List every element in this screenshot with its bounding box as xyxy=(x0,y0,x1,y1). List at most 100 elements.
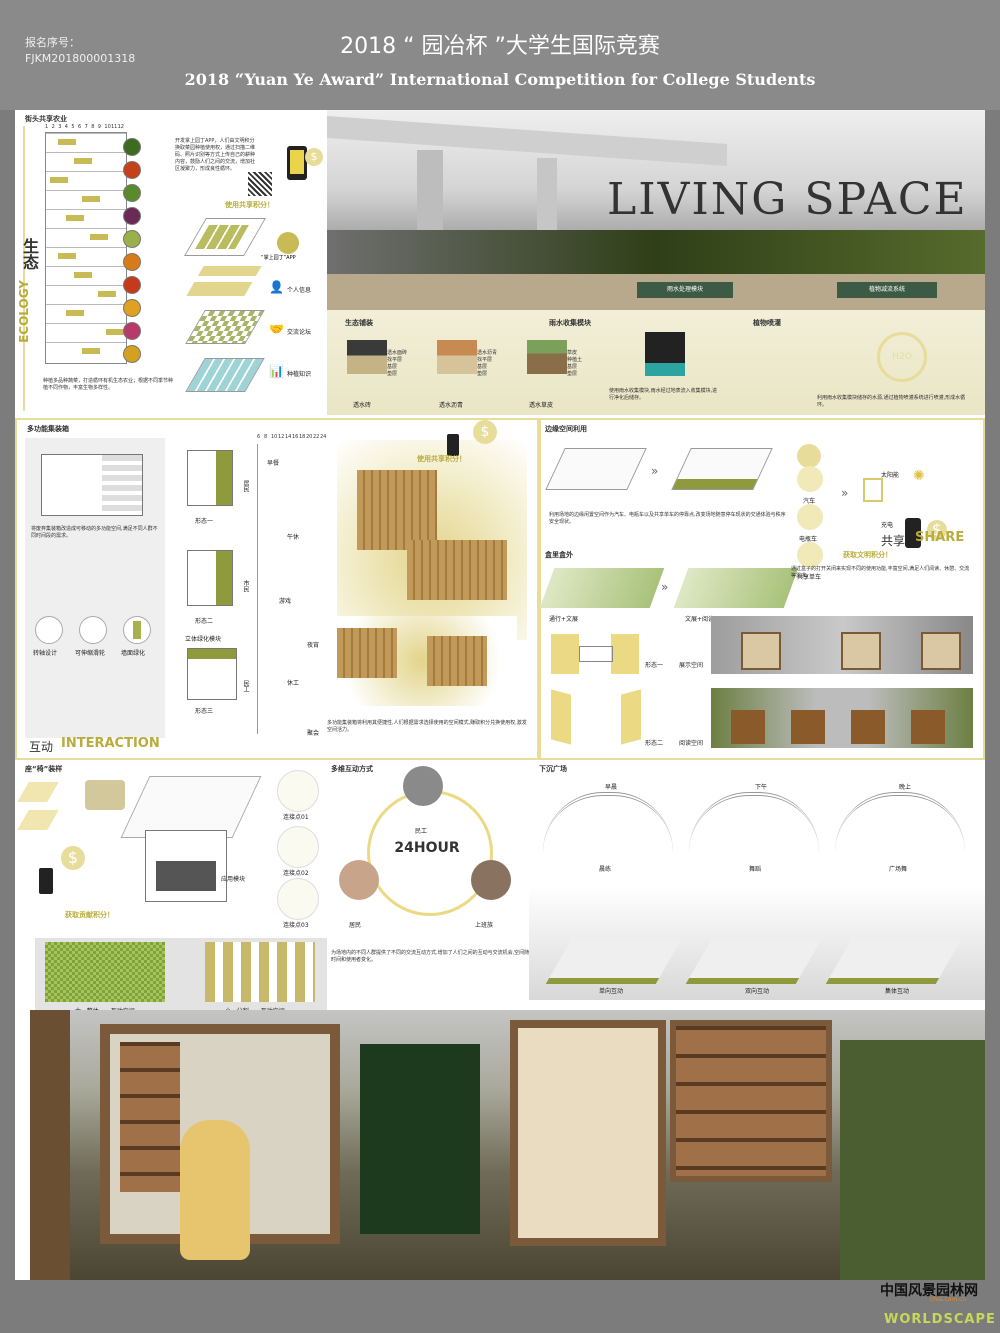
energy-solar: 太阳能 xyxy=(881,472,900,479)
coin-icon: $ xyxy=(305,148,323,166)
grid-line xyxy=(46,342,126,343)
layer-checker xyxy=(185,310,265,344)
planting-bar xyxy=(66,310,84,316)
month-label: 9 xyxy=(97,124,101,130)
grid-line xyxy=(46,190,126,191)
art-panel xyxy=(510,1020,666,1246)
seat-module-box xyxy=(145,830,227,902)
node-label-3: 连接点03 xyxy=(283,922,309,929)
coin-icon: $ xyxy=(927,520,947,540)
design-point-1: 转轴设计 xyxy=(33,650,58,657)
bookbox-caption-3: 形态一 xyxy=(645,662,664,669)
gardener-icon xyxy=(277,232,299,254)
hour-label: 6 xyxy=(257,434,261,440)
plaza-sketch-evening xyxy=(835,792,965,856)
activity-morning: 晨练 xyxy=(599,866,612,873)
garden-plants xyxy=(840,1040,985,1280)
label-eco-paving: 生态铺装 xyxy=(345,319,373,327)
edge-space-sketch-1 xyxy=(545,448,647,490)
vegetable-icon xyxy=(123,138,141,156)
chart-icon: 📊 xyxy=(269,364,284,378)
office-worker-avatar xyxy=(471,860,511,900)
month-label: 2 xyxy=(51,124,55,130)
hour-label: 22 xyxy=(313,434,320,440)
bookbox-note: 通过盒子的打开关闭来实现不同的使用功能,丰富空间,满足人们阅读、休憩、交流等需求… xyxy=(791,566,970,579)
container-render xyxy=(337,440,527,640)
share-panel: 边缘空间利用 » 利用场地的边缘闲置空间作为汽车、电瓶车以及共享单车的停靠点,改… xyxy=(539,418,985,760)
vegetable-icon xyxy=(123,299,141,317)
handshake-icon: 🤝 xyxy=(269,322,284,336)
vegetable-icon xyxy=(123,345,141,363)
sunken-panel: 下沉广场 早晨 下午 晚上 晨练 舞蹈 广场舞 单向互动 双向互动 集体互动 xyxy=(529,760,985,1000)
paving-sample-asphalt xyxy=(437,340,477,374)
phone-icon xyxy=(447,434,459,456)
planting-bar xyxy=(74,158,92,164)
bookbox-form2-sketch xyxy=(551,689,641,745)
plaza-mode-area xyxy=(529,886,985,1000)
grid-line xyxy=(46,304,126,305)
bookbox-caption-4: 展示空间 xyxy=(679,662,704,669)
poster-header: 报名序号： FJKM201800001318 2018 “ 园冶杯 ”大学生国际… xyxy=(0,0,1000,110)
layer-water xyxy=(185,358,265,392)
hour-label: 12 xyxy=(278,434,285,440)
registration-label: 报名序号： xyxy=(25,36,80,49)
multi-section-title: 多维互动方式 xyxy=(327,764,377,774)
form-3-label: 形态三 xyxy=(195,708,214,715)
node-label-2: 连接点02 xyxy=(283,870,309,877)
bookbox-caption-2: 文展+阅读 xyxy=(685,616,715,623)
time-morning: 早晨 xyxy=(605,784,618,791)
sun-icon: ✺ xyxy=(913,468,925,484)
person-resident: 居民 xyxy=(349,922,362,929)
bookbox-caption-5: 形态二 xyxy=(645,740,664,747)
vegetable-icon xyxy=(123,207,141,225)
vertical-module-label: 立体绿化模块 xyxy=(185,636,222,643)
month-label: 1 xyxy=(45,124,49,130)
month-label: 11 xyxy=(111,124,118,130)
paving-sample-brick xyxy=(347,340,387,374)
node-label-1: 连接点01 xyxy=(283,814,309,821)
logo-chinese: 中国风景园林网 xyxy=(880,1283,978,1299)
hour-label: 18 xyxy=(299,434,306,440)
share-earn-points: 获取文明积分！ xyxy=(843,551,892,559)
app-module-label: 应用模块 xyxy=(221,876,246,883)
app-label: “掌上园丁”APP xyxy=(261,255,296,261)
bookbox-render-1 xyxy=(711,616,973,674)
time-evening: 晚上 xyxy=(899,784,912,791)
material-name-1: 透水砖 xyxy=(353,402,372,409)
hinge-icon xyxy=(35,616,63,644)
bookbox-caption-6: 阅读空间 xyxy=(679,740,704,747)
activity-2: 午休 xyxy=(287,534,300,541)
form-3-sketch xyxy=(187,648,237,700)
plant-reduce-label: 植物减流系统 xyxy=(837,282,937,298)
share-section-title: 边缘空间利用 xyxy=(541,424,591,434)
edge-space-sketch-2 xyxy=(671,448,773,490)
overpass xyxy=(327,116,727,166)
activity-afternoon: 舞蹈 xyxy=(749,866,762,873)
grid-whole xyxy=(45,942,165,1002)
seat-person-photo xyxy=(85,780,125,810)
logo-english: WORLDSCAPE xyxy=(884,1312,996,1327)
month-label: 10 xyxy=(104,124,111,130)
activity-5: 休工 xyxy=(287,680,300,687)
grid-line xyxy=(46,133,126,134)
kiosk-render xyxy=(327,616,517,706)
planting-bar xyxy=(58,253,76,259)
grid-line xyxy=(46,171,126,172)
paving-sample-grass xyxy=(527,340,567,374)
bookbox-plan-1 xyxy=(539,568,665,608)
bookbox-plan-2 xyxy=(673,568,799,608)
activity-1: 早餐 xyxy=(267,460,280,467)
hour-label: 16 xyxy=(292,434,299,440)
multi-note: 为场地内的不同人群提供了不同的交流互动方式,增加了人们之间的互动与交流机会,空间… xyxy=(331,950,530,963)
phone-icon xyxy=(905,518,921,548)
seat-section-title: 座“椅”装样 xyxy=(21,764,67,774)
planting-bar xyxy=(58,139,76,145)
bike-icon xyxy=(797,542,823,568)
hour-label: 20 xyxy=(306,434,313,440)
scooter-icon xyxy=(797,504,823,530)
arrow-icon: » xyxy=(661,580,669,594)
rain-note: 使用雨水收集模块,雨水经过地表流入收集模块,进行净化后储存。 xyxy=(609,388,718,401)
